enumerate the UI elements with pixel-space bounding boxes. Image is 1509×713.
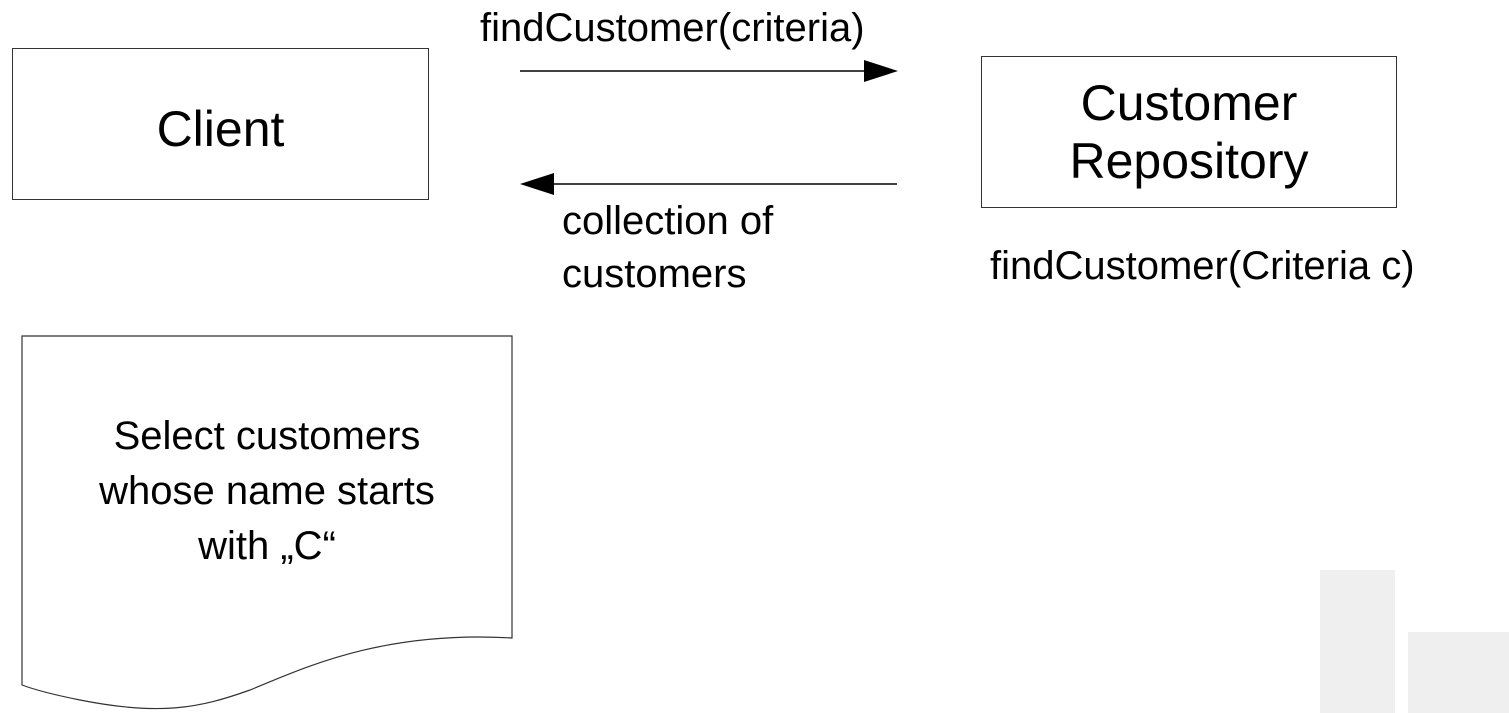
note-line1: Select customers <box>113 414 421 458</box>
client-label: Client <box>156 101 285 157</box>
response-arrow <box>520 173 897 195</box>
response-message-label-line1: collection of <box>562 199 774 243</box>
watermark-bar-tall <box>1320 570 1395 713</box>
note-line3: with „C“ <box>198 524 336 568</box>
watermark-bar-wide <box>1408 632 1509 713</box>
repository-method-label: findCustomer(Criteria c) <box>990 244 1415 288</box>
client-box: Client <box>12 48 429 200</box>
response-message-label-line2: customers <box>562 252 747 296</box>
repository-box: Customer Repository <box>981 56 1397 208</box>
repository-label-line1: Customer <box>1080 75 1298 131</box>
request-arrow <box>520 60 898 82</box>
request-message-label: findCustomer(criteria) <box>480 6 865 50</box>
repository-label-line2: Repository <box>1069 133 1309 189</box>
note-line2: whose name starts <box>99 469 435 513</box>
